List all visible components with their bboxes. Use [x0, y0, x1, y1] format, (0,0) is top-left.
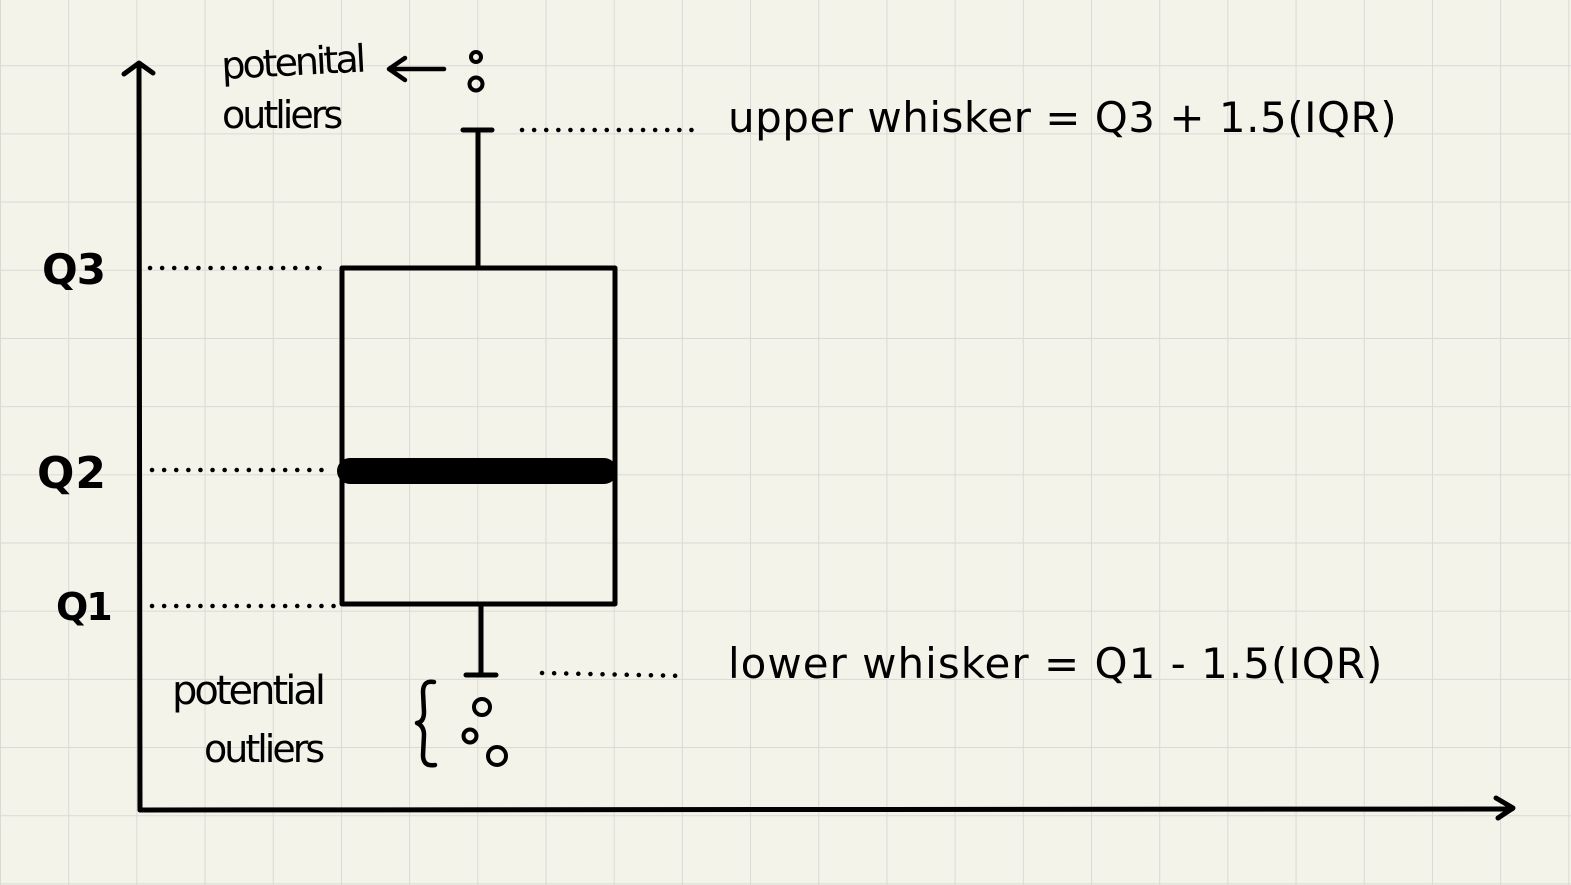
lower-outliers-label-line2: outliers	[204, 727, 323, 771]
lower-outliers-label-line1: potential	[172, 668, 323, 714]
upper-outliers-label-line1: potenital	[220, 37, 364, 88]
lower-whisker-dotted-guide	[539, 670, 689, 679]
x-axis	[137, 806, 1515, 813]
lower-outlier-point	[461, 727, 479, 745]
upper-outliers-label-line2: outliers	[222, 93, 341, 137]
q2-label: Q2	[37, 448, 107, 499]
q1-label: Q1	[56, 585, 111, 629]
upper-whisker-formula: upper whisker = Q3 + 1.5(IQR)	[728, 93, 1397, 142]
lower-outlier-point	[486, 745, 508, 767]
y-axis-arrowhead	[121, 60, 156, 77]
upper-outlier-point	[467, 75, 485, 93]
upper-outlier-pointer-arrowhead	[386, 55, 408, 83]
y-axis	[136, 63, 143, 813]
lower-outlier-brace-icon	[414, 679, 438, 768]
lower-outlier-point	[472, 697, 492, 717]
iqr-box	[339, 265, 618, 607]
upper-outlier-point	[469, 50, 483, 64]
lower-whisker-formula: lower whisker = Q1 - 1.5(IQR)	[728, 639, 1383, 688]
x-axis-arrowhead	[1493, 795, 1516, 821]
q3-label: Q3	[42, 245, 105, 294]
